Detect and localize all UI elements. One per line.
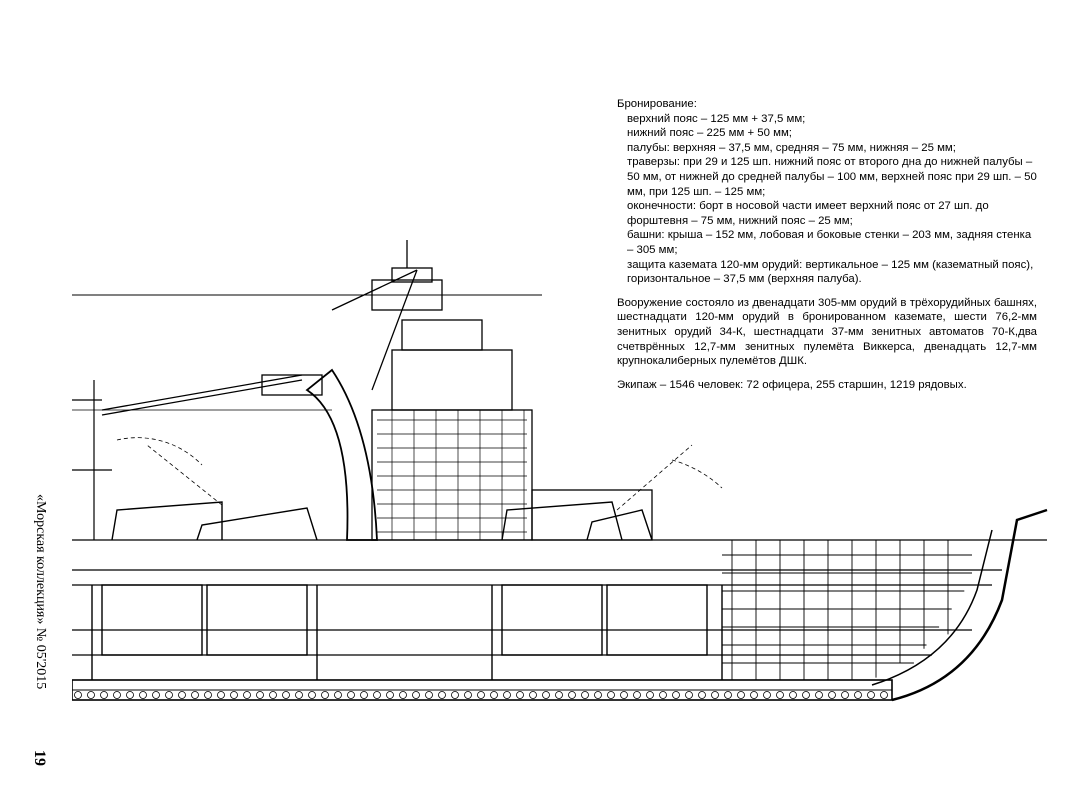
armor-item: оконечности: борт в носовой части имеет …	[627, 200, 989, 227]
bow-hull-outline	[891, 508, 1048, 702]
turrets	[91, 501, 723, 680]
armor-item: защита каземата 120-мм орудий: вертикаль…	[627, 258, 1034, 286]
armor-title: Бронирование:	[617, 98, 697, 110]
armor-item: верхний пояс – 125 мм + 37,5 мм;	[627, 112, 806, 125]
aft-mast	[72, 380, 112, 540]
superstructure	[101, 240, 653, 541]
journal-title: «Морская коллекция» № 05'2015	[33, 494, 48, 690]
article-text: Бронирование: верхний пояс – 125 мм + 37…	[617, 97, 1037, 392]
firing-arcs	[116, 437, 723, 511]
armor-item: палубы: верхняя – 37,5 мм, средняя – 75 …	[627, 141, 956, 154]
crew-paragraph: Экипаж – 1546 человек: 72 офицера, 255 с…	[617, 378, 1037, 393]
ship-cross-section-drawing	[72, 240, 1048, 702]
double-bottom	[72, 679, 893, 701]
armor-item: нижний пояс – 225 мм + 50 мм;	[627, 127, 792, 140]
page-number: 19	[31, 750, 48, 766]
armament-paragraph: Вооружение состояло из двенадцати 305-мм…	[617, 296, 1037, 369]
armament-text: Вооружение состояло из двенадцати 305-мм…	[617, 296, 1037, 368]
decks	[72, 294, 1047, 656]
crew-text: Экипаж – 1546 человек: 72 офицера, 255 с…	[617, 378, 967, 391]
bow-compartments	[722, 540, 972, 680]
armor-item: башни: крыша – 152 мм, лобовая и боковые…	[627, 229, 1032, 256]
armor-item: траверзы: при 29 и 125 шп. нижний пояс о…	[627, 156, 1037, 198]
armor-list: верхний пояс – 125 мм + 37,5 мм; нижний …	[627, 112, 1037, 287]
